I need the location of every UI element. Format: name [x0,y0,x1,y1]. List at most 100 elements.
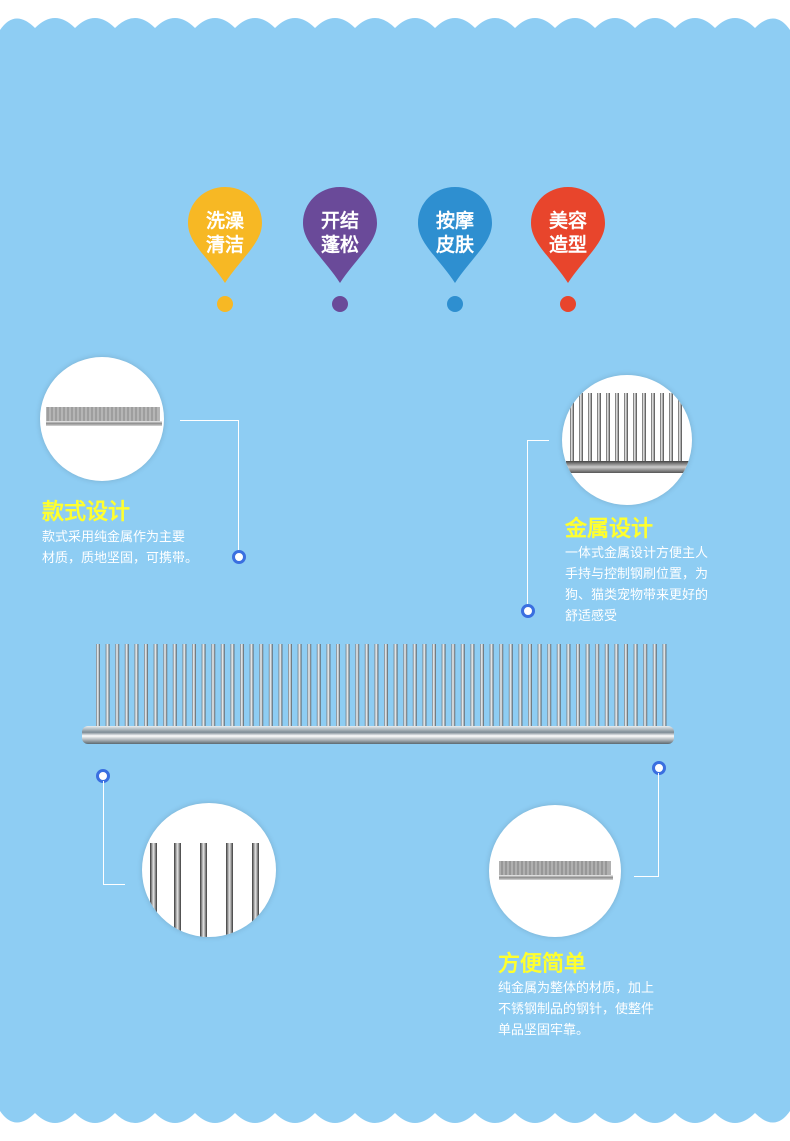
comb-tooth [163,644,168,728]
connector-line [180,420,238,421]
connector-line [658,773,659,876]
connector-line [238,420,239,552]
comb-tooth [115,644,120,728]
comb-overview-circle [40,357,164,481]
comb-tooth [288,644,292,728]
comb-tooth [172,644,177,728]
desc-line: 款式采用纯金属作为主要 [42,530,186,545]
badge-line2: 蓬松 [320,234,359,256]
comb-tooth [470,644,475,728]
comb-tooth [307,644,312,728]
feature-title: 金属设计 [565,517,654,542]
comb-teeth-closeup-image [566,393,690,473]
comb-tooth [249,644,254,728]
pin-icon [418,187,492,312]
comb-tooth [268,644,273,728]
comb-tooth [595,644,600,728]
comb-tooth [345,644,350,728]
teeth-closeup-image [150,843,259,937]
comb-tooth [316,644,321,728]
badge-line1: 洗澡 [205,210,244,232]
connector-dot [521,604,535,618]
connector-line [527,440,528,606]
comb-closeup-circle [562,375,692,505]
comb-tooth [489,644,494,728]
comb-tooth [528,644,532,728]
badge-line1: 美容 [548,210,587,232]
badge-line2: 皮肤 [435,234,474,256]
comb-tooth [604,644,609,728]
comb-tooth [537,644,542,728]
comb-tooth [96,644,100,728]
comb-tooth [144,644,148,728]
comb-tooth [259,644,264,728]
comb-tooth [585,644,590,728]
comb-tooth [240,644,244,728]
comb-tooth [105,644,110,728]
desc-line: 不锈钢制品的钢针，使整件 [498,1002,655,1017]
comb-tooth [134,644,139,728]
desc-line: 手持与控制钢刷位置，为 [565,567,709,582]
comb-tooth [566,644,571,728]
comb-tooth [451,644,456,728]
badge-line1: 开结 [320,210,359,232]
bottom-wave-border [0,1111,790,1141]
connector-line [634,876,659,877]
comb-tooth [326,644,331,728]
badge-styling: 美容 造型 [531,185,621,315]
badge-detangle-fluff: 开结 蓬松 [303,185,393,315]
comb-tooth [230,644,235,728]
connector-line [103,781,104,885]
comb-tooth [460,644,465,728]
comb-tooth [124,644,129,728]
comb-tooth [547,644,552,728]
desc-line: 材质，质地坚固，可携带。 [42,551,199,566]
comb-small-circle [489,805,621,937]
comb-tooth [355,644,360,728]
comb-tooth [297,644,302,728]
comb-tooth [499,644,504,728]
comb-tooth [384,644,388,728]
desc-line: 狗、猫类宠物带来更好的 [565,588,709,603]
comb-tooth [211,644,216,728]
comb-tooth [614,644,619,728]
feature-description: 款式采用纯金属作为主要 材质，质地坚固，可携带。 [42,527,198,569]
feature-description: 一体式金属设计方便主人 手持与控制钢刷位置，为 狗、猫类宠物带来更好的 舒适感受 [565,543,708,627]
comb-tooth [278,644,283,728]
comb-tooth [518,644,523,728]
comb-tooth [441,644,446,728]
feature-title: 方便简单 [498,952,587,977]
connector-dot [652,761,666,775]
comb-tooth [374,644,379,728]
connector-line [103,884,125,885]
comb-tooth [393,644,398,728]
pin-icon [531,187,605,312]
desc-line: 单品坚固牢靠。 [498,1023,590,1038]
comb-tooth [576,644,580,728]
pin-icon [188,187,262,312]
pin-icon [303,187,377,312]
comb-tooth [624,644,628,728]
badge-bath-clean: 洗澡 清洁 [188,185,278,315]
comb-tooth [336,644,340,728]
connector-line [527,440,549,441]
desc-line: 纯金属为整体的材质，加上 [498,981,655,996]
desc-line: 一体式金属设计方便主人 [565,546,709,561]
comb-tooth [422,644,427,728]
comb-tooth [364,644,369,728]
badge-line2: 清洁 [205,234,244,256]
top-wave-border [0,0,790,30]
comb-tooth [643,644,648,728]
feature-description: 纯金属为整体的材质，加上 不锈钢制品的钢针，使整件 单品坚固牢靠。 [498,978,654,1041]
comb-main-image [82,644,674,744]
comb-tooth [220,644,225,728]
comb-tooth [633,644,638,728]
comb-tooth [662,644,667,728]
comb-tooth [192,644,196,728]
badge-massage-skin: 按摩 皮肤 [418,185,508,315]
badge-line1: 按摩 [435,210,474,232]
comb-thumbnail-image [46,407,162,426]
comb-small-image [499,861,613,880]
connector-dot [232,550,246,564]
